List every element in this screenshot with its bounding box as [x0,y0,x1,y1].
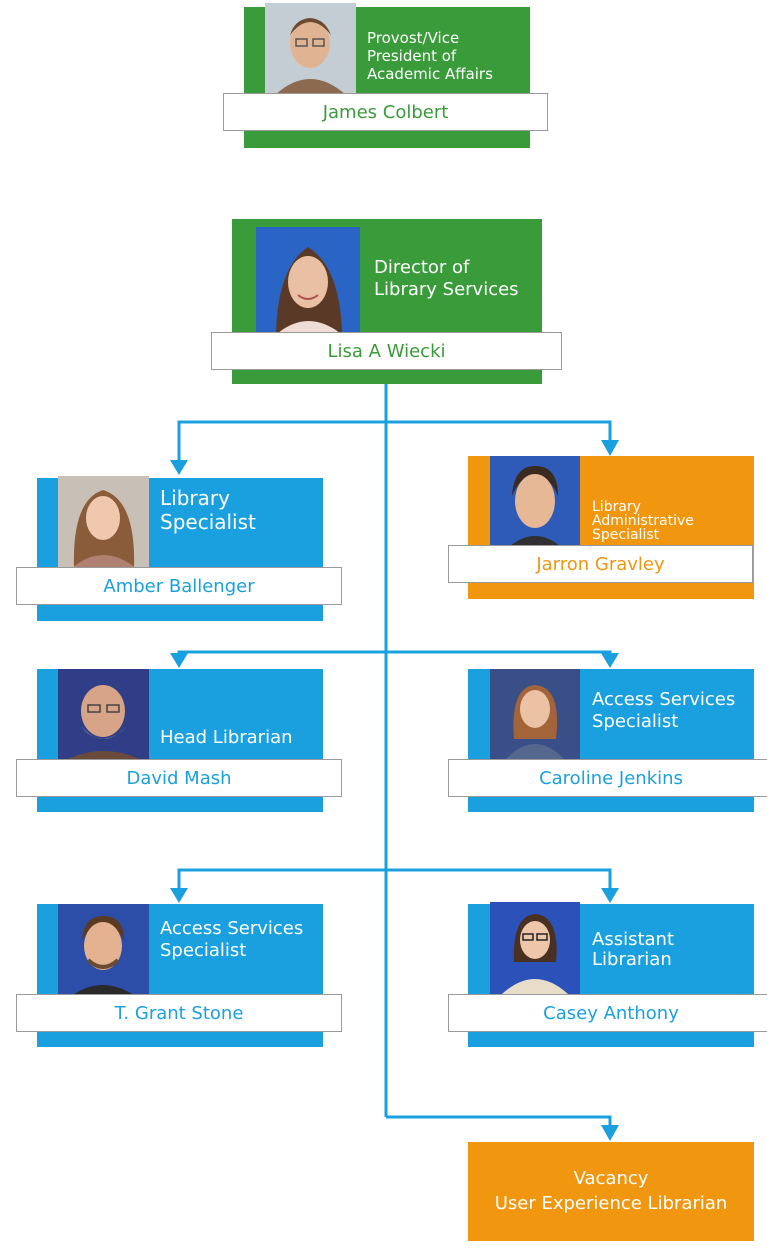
role-title: Access Services Specialist [592,689,736,732]
branch-line [386,868,612,888]
person-photo-icon [58,669,149,759]
staff-card: Access Services Specialist Caroline Jenk… [448,669,767,812]
role-title: Director of Library Services [374,257,519,300]
person-photo-icon [490,902,580,994]
name-ribbon: Lisa A Wiecki [211,332,562,370]
branch-line [177,650,386,657]
role-title: Library Specialist [160,486,256,534]
vacancy-role: User Experience Librarian [494,1192,728,1214]
name-ribbon: Amber Ballenger [16,567,342,605]
role-title: Library Administrative Specialist [592,499,694,543]
name-ribbon: Caroline Jenkins [448,759,767,797]
role-title: Head Librarian [160,727,293,748]
provost-card: Provost/Vice President of Academic Affai… [223,3,548,148]
vacancy-box: Vacancy User Experience Librarian [468,1142,754,1241]
branch-line [386,650,612,657]
staff-card: Library Administrative Specialist Jarron… [448,456,754,599]
branch-line [177,868,386,888]
branch-line [386,420,612,440]
arrow-down-icon [601,653,619,668]
role-title: Provost/Vice President of Academic Affai… [367,29,493,83]
role-title: Assistant Librarian [592,929,675,970]
staff-card: Library Specialist Amber Ballenger [16,476,342,621]
person-photo-icon [490,669,580,759]
vacancy-label: Vacancy [573,1168,649,1190]
name-ribbon: James Colbert [223,93,548,131]
person-photo-icon [256,227,360,333]
arrow-down-icon [170,460,188,475]
arrow-down-icon [601,1125,619,1141]
arrow-down-icon [601,440,619,456]
role-title: Access Services Specialist [160,918,304,961]
staff-card: Head Librarian David Mash [16,669,342,812]
director-card: Director of Library Services Lisa A Wiec… [211,219,562,384]
name-ribbon: Casey Anthony [448,994,767,1032]
branch-line [177,420,386,460]
arrow-down-icon [170,888,188,903]
person-photo-icon [265,3,356,95]
name-ribbon: Jarron Gravley [448,545,753,583]
person-photo-icon [490,456,580,546]
name-ribbon: T. Grant Stone [16,994,342,1032]
arrow-down-icon [601,888,619,903]
person-photo-icon [58,476,149,568]
branch-line [386,1115,612,1125]
name-ribbon: David Mash [16,759,342,797]
staff-card: Assistant Librarian Casey Anthony [448,902,767,1047]
arrow-down-icon [170,653,188,668]
person-photo-icon [58,904,149,994]
staff-card: Access Services Specialist T. Grant Ston… [16,904,342,1047]
